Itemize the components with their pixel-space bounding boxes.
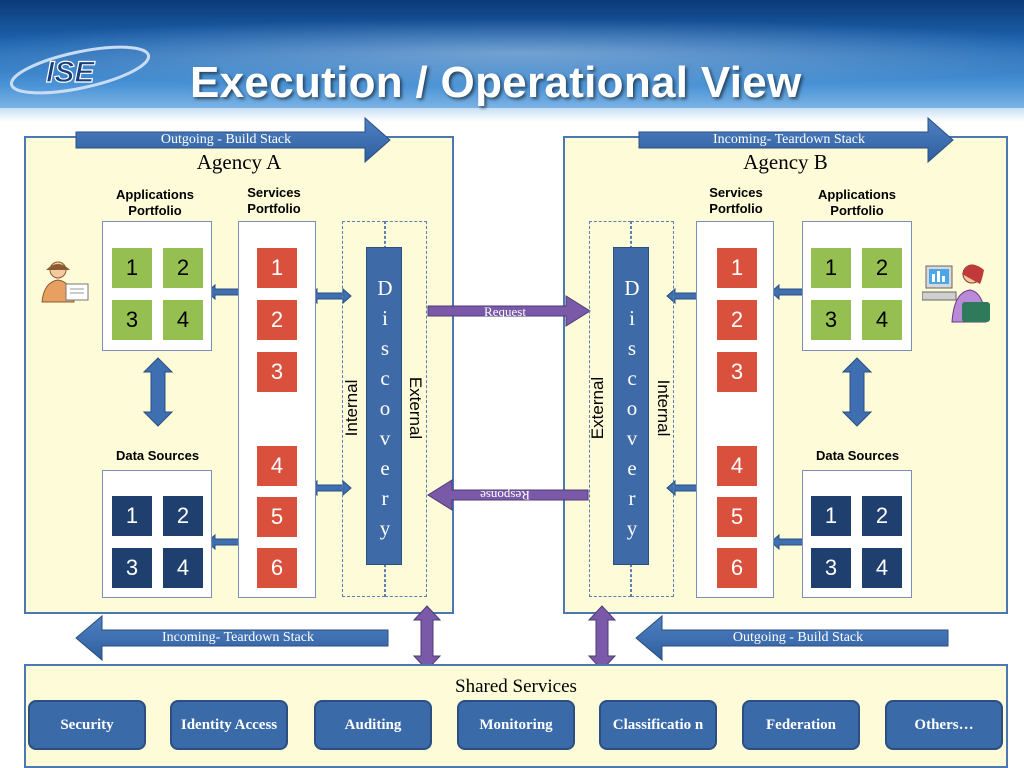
agency-b-services-title: Services Portfolio xyxy=(709,185,763,216)
incoming-teardown-arrow-a xyxy=(75,614,389,662)
slide-title: Execution / Operational View xyxy=(190,58,802,107)
agency-a-data-2: 2 xyxy=(163,496,203,536)
service-auditing: Auditing xyxy=(314,700,432,750)
agency-b-app-2: 2 xyxy=(862,248,902,288)
agency-a-shared-connector xyxy=(412,605,442,671)
agency-b-app-3: 3 xyxy=(811,300,851,340)
agency-b-service-4: 4 xyxy=(717,446,757,486)
agency-a-app-2: 2 xyxy=(163,248,203,288)
agency-a-discovery-bar: D i s c o v e r y xyxy=(366,247,402,565)
agency-b-service-5: 5 xyxy=(717,497,757,537)
agency-b-external-label: External xyxy=(588,376,607,440)
header-band xyxy=(0,108,1024,122)
header-glow xyxy=(0,18,1024,88)
outgoing-build-arrow-a xyxy=(75,116,391,164)
service-others: Others… xyxy=(885,700,1003,750)
service-monitoring: Monitoring xyxy=(457,700,575,750)
agency-a-app-4: 4 xyxy=(163,300,203,340)
outgoing-build-arrow-b xyxy=(635,614,949,662)
response-label: Response xyxy=(480,488,530,503)
agency-b-shared-connector xyxy=(587,605,617,671)
agency-a-service-4: 4 xyxy=(257,446,297,486)
agency-b-service-3: 3 xyxy=(717,352,757,392)
incoming-teardown-arrow-b xyxy=(638,116,954,164)
agency-a-service-2: 2 xyxy=(257,300,297,340)
agency-a-data-3: 3 xyxy=(112,548,152,588)
agency-a-data-sources-title: Data Sources xyxy=(115,448,200,463)
agency-b-outgoing-label: Outgoing - Build Stack xyxy=(732,630,864,645)
agency-b-data-sources-title: Data Sources xyxy=(815,448,900,463)
agency-b-user-icon xyxy=(922,264,990,323)
slide-header xyxy=(0,0,1024,122)
service-identity-access: Identity Access xyxy=(170,700,288,750)
a-service-discovery-link-bottom xyxy=(308,479,352,497)
agency-b-service-1: 1 xyxy=(717,248,757,288)
agency-a-app-3: 3 xyxy=(112,300,152,340)
agency-a-services-title: Services Portfolio xyxy=(247,185,301,216)
shared-services-title: Shared Services xyxy=(455,676,577,697)
a-app-data-link xyxy=(142,357,174,427)
agency-a-external-label: External xyxy=(406,376,425,440)
ise-logo: ISE xyxy=(9,45,151,95)
logo-text: ISE xyxy=(46,56,95,89)
agency-b-data-3: 3 xyxy=(811,548,851,588)
request-arrow xyxy=(427,295,591,327)
agency-a-user-icon xyxy=(41,261,89,303)
agency-a-service-3: 3 xyxy=(257,352,297,392)
agency-b-app-1: 1 xyxy=(811,248,851,288)
agency-a-internal-label: Internal xyxy=(342,379,361,437)
service-security: Security xyxy=(28,700,146,750)
agency-a-applications-title: Applications Portfolio xyxy=(115,187,194,218)
agency-a-data-1: 1 xyxy=(112,496,152,536)
agency-b-applications-title: Applications Portfolio xyxy=(817,187,896,218)
agency-a-app-1: 1 xyxy=(112,248,152,288)
agency-a-outgoing-label: Outgoing - Build Stack xyxy=(160,132,292,147)
agency-a-service-1: 1 xyxy=(257,248,297,288)
service-federation: Federation xyxy=(742,700,860,750)
agency-a-data-4: 4 xyxy=(163,548,203,588)
agency-b-incoming-label: Incoming- Teardown Stack xyxy=(713,132,865,147)
agency-b-internal-label: Internal xyxy=(654,379,673,437)
service-classification: Classificatio n xyxy=(599,700,717,750)
agency-a-service-6: 6 xyxy=(257,548,297,588)
agency-b-data-1: 1 xyxy=(811,496,851,536)
agency-a-service-5: 5 xyxy=(257,497,297,537)
agency-a-incoming-label: Incoming- Teardown Stack xyxy=(162,630,314,645)
agency-b-discovery-bar: D i s c o v e r y xyxy=(613,247,649,565)
agency-b-data-4: 4 xyxy=(862,548,902,588)
agency-b-data-2: 2 xyxy=(862,496,902,536)
b-app-data-link xyxy=(841,357,873,427)
response-arrow xyxy=(427,479,589,511)
agency-b-service-2: 2 xyxy=(717,300,757,340)
agency-a-title: Agency A xyxy=(196,150,282,174)
agency-b-app-4: 4 xyxy=(862,300,902,340)
agency-b-service-6: 6 xyxy=(717,548,757,588)
a-service-discovery-link-top xyxy=(308,287,352,305)
request-label: Request xyxy=(484,304,526,319)
agency-b-title: Agency B xyxy=(743,150,828,174)
